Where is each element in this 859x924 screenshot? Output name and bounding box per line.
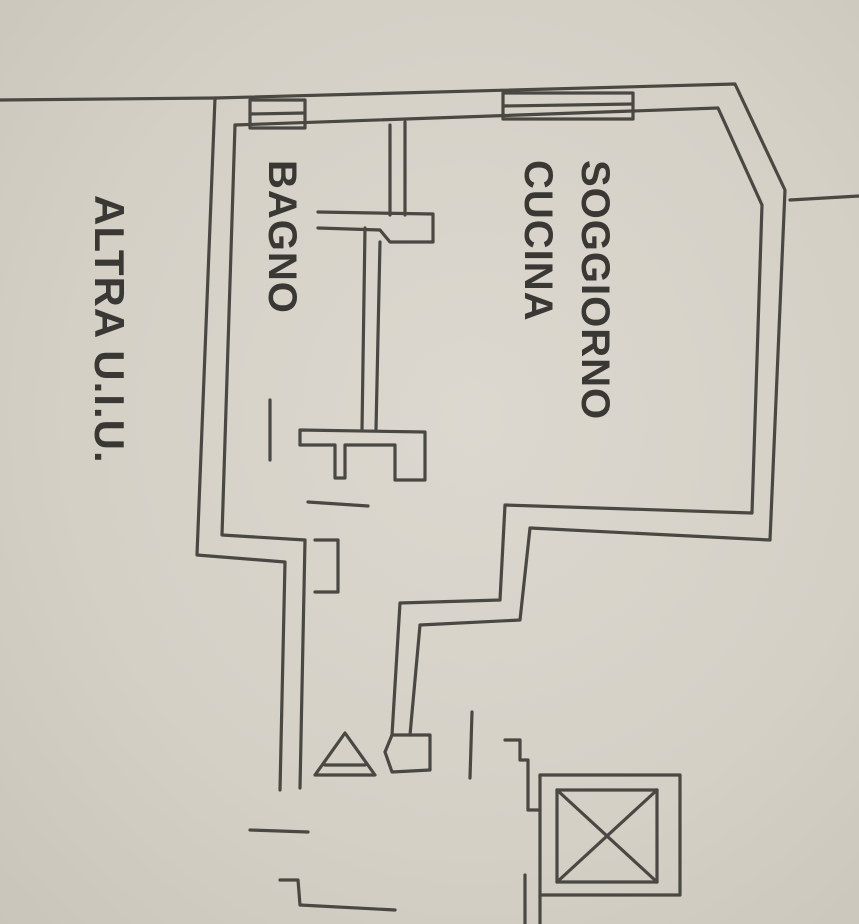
outer-wall-outer — [213, 82, 787, 737]
room-label-kitchen: CUCINA — [516, 160, 560, 322]
bath-wall-vert-b — [374, 240, 382, 432]
door-mark-3 — [468, 710, 474, 780]
triangle-icon — [313, 731, 377, 777]
elevator-shaft-inner — [555, 788, 659, 884]
door-mark-2 — [306, 500, 370, 508]
bath-stub-top — [316, 210, 435, 244]
right-boundary-line — [788, 194, 859, 202]
outer-wall-inner — [233, 106, 764, 737]
left-wall-outer — [195, 96, 287, 792]
left-wall-inner — [220, 123, 307, 790]
bath-stub-bottom — [298, 428, 427, 482]
column-shape — [383, 733, 432, 774]
bottom-stub-left — [278, 878, 397, 912]
elevator-shaft-outer — [538, 773, 682, 897]
top-boundary-line — [0, 96, 217, 102]
door-mark-4 — [248, 828, 310, 834]
room-label-other-unit: ALTRA U.I.U. — [86, 195, 133, 464]
window-top-right-line — [501, 102, 635, 108]
elevator-cross-b — [555, 788, 659, 884]
stair-steps — [503, 738, 542, 812]
window-top-left-line — [248, 111, 307, 116]
room-label-bathroom: BAGNO — [260, 160, 304, 314]
wall-notch — [313, 538, 340, 594]
bath-wall-vert-a — [360, 226, 367, 432]
room-label-living: SOGGIORNO — [573, 160, 617, 421]
